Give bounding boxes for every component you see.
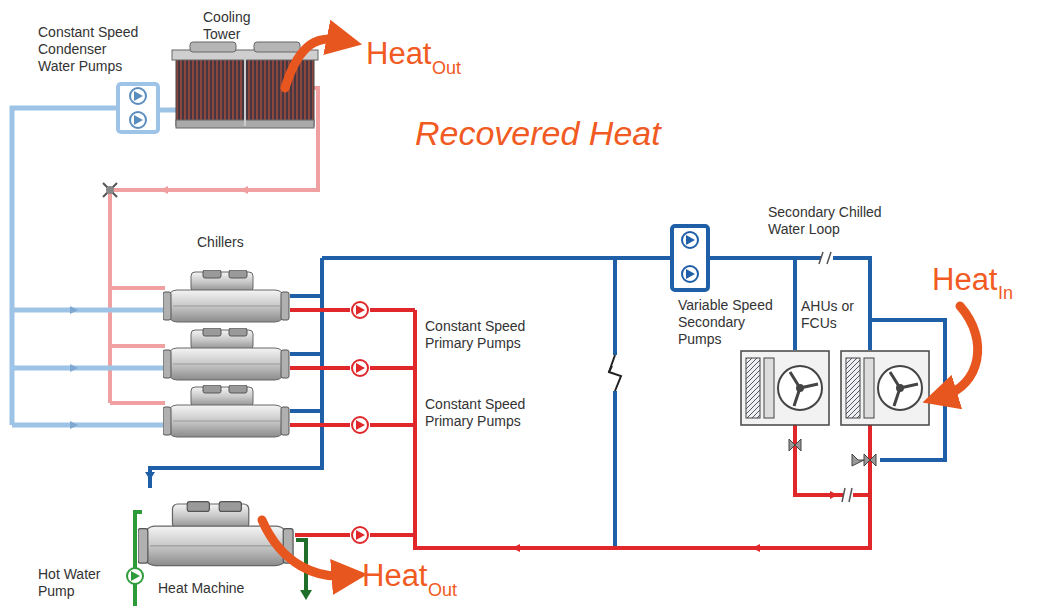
heading-label: Recovered Heat (415, 116, 661, 150)
pump-label: Hot Water Pump (38, 566, 118, 600)
heat-subscript: In (998, 283, 1013, 305)
equipment-label: AHUs or FCUs (801, 298, 863, 332)
loop-label: Secondary Chilled Water Loop (768, 204, 893, 238)
pump-label: Constant Speed Primary Pumps (425, 318, 555, 352)
heat-label: Heat (932, 264, 997, 295)
pump-label: Constant Speed Condenser Water Pumps (38, 24, 146, 74)
pump-label: Constant Speed Primary Pumps (425, 396, 555, 430)
heat-label: Heat (362, 560, 427, 591)
equipment-label: Cooling Tower (203, 9, 265, 43)
pump-label: Variable Speed Secondary Pumps (678, 297, 786, 347)
heat-subscript: Out (428, 580, 457, 602)
equipment-label: Chillers (197, 234, 244, 251)
heat-subscript: Out (432, 58, 461, 80)
heat-label: Heat (366, 38, 431, 69)
equipment-label: Heat Machine (158, 580, 244, 597)
